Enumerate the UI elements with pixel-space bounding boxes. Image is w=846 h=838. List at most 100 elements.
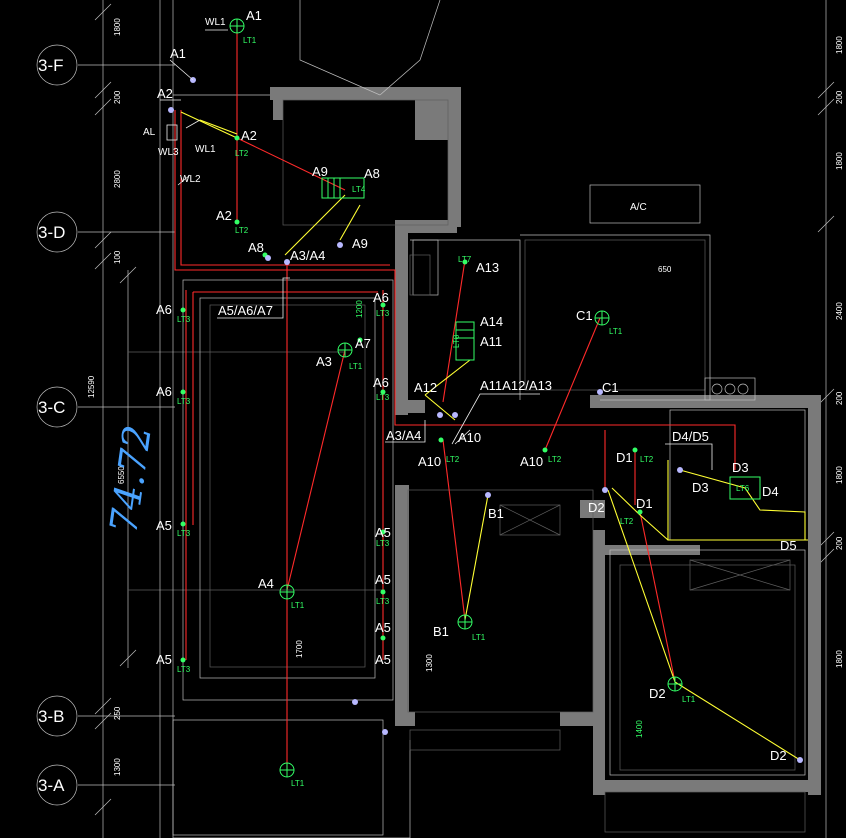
svg-text:LT4: LT4 <box>352 185 366 194</box>
svg-text:A12: A12 <box>414 380 437 395</box>
svg-text:A6: A6 <box>156 384 172 399</box>
svg-text:3-F: 3-F <box>38 56 64 75</box>
svg-text:A5: A5 <box>156 652 172 667</box>
circuit-label: WL2 <box>180 174 201 185</box>
svg-text:LT3: LT3 <box>376 597 390 606</box>
svg-text:LT3: LT3 <box>177 397 191 406</box>
svg-text:LT2: LT2 <box>620 517 634 526</box>
svg-text:1800: 1800 <box>113 18 122 36</box>
svg-text:200: 200 <box>113 90 122 104</box>
svg-text:LT1: LT1 <box>472 633 486 642</box>
group-label: A5/A6/A7 <box>218 303 273 318</box>
svg-text:A1: A1 <box>170 46 186 61</box>
svg-text:A13: A13 <box>476 260 499 275</box>
svg-text:LT1: LT1 <box>349 362 363 371</box>
svg-text:100: 100 <box>113 250 122 264</box>
svg-text:LT1: LT1 <box>682 695 696 704</box>
svg-text:D2: D2 <box>588 500 605 515</box>
svg-text:D2: D2 <box>649 686 666 701</box>
svg-text:A5: A5 <box>156 518 172 533</box>
svg-text:LT3: LT3 <box>177 315 191 324</box>
svg-text:A9: A9 <box>312 164 328 179</box>
svg-text:LT1: LT1 <box>243 36 257 45</box>
handwritten-area-note: 74.72 <box>101 422 160 536</box>
svg-text:A7: A7 <box>355 336 371 351</box>
svg-text:LT3: LT3 <box>376 393 390 402</box>
svg-text:3-A: 3-A <box>38 776 65 795</box>
ac-unit-label: A/C <box>630 202 647 213</box>
svg-text:A10: A10 <box>418 454 441 469</box>
svg-text:D2: D2 <box>770 748 787 763</box>
svg-text:1700: 1700 <box>295 640 304 658</box>
svg-text:LT3: LT3 <box>376 539 390 548</box>
svg-text:2800: 2800 <box>113 170 122 188</box>
svg-text:650: 650 <box>658 265 672 274</box>
svg-text:LT2: LT2 <box>640 455 654 464</box>
walls <box>270 87 821 795</box>
svg-text:1400: 1400 <box>635 720 644 738</box>
ceiling-light-b1 <box>457 614 473 630</box>
svg-text:B1: B1 <box>433 624 449 639</box>
svg-text:1800: 1800 <box>835 152 844 170</box>
svg-text:A10: A10 <box>520 454 543 469</box>
svg-text:LT1: LT1 <box>609 327 623 336</box>
svg-text:A6: A6 <box>373 290 389 305</box>
svg-text:LT2: LT2 <box>446 455 460 464</box>
svg-text:1200: 1200 <box>355 300 364 318</box>
svg-text:D1: D1 <box>636 496 653 511</box>
svg-text:LT7: LT7 <box>458 255 472 264</box>
svg-text:A5: A5 <box>375 620 391 635</box>
svg-text:A5: A5 <box>375 572 391 587</box>
svg-text:A6: A6 <box>156 302 172 317</box>
svg-text:A2: A2 <box>157 86 173 101</box>
svg-text:A5: A5 <box>375 652 391 667</box>
svg-text:200: 200 <box>835 391 844 405</box>
group-label: A3/A4 <box>386 428 421 443</box>
svg-text:3-C: 3-C <box>38 398 65 417</box>
circuit-label: WL1 <box>195 144 216 155</box>
svg-text:LT6: LT6 <box>736 484 750 493</box>
svg-text:A5: A5 <box>375 525 391 540</box>
svg-text:LT2: LT2 <box>548 455 562 464</box>
svg-text:LT3: LT3 <box>177 529 191 538</box>
svg-text:LT1: LT1 <box>291 779 305 788</box>
svg-text:D3: D3 <box>692 480 709 495</box>
circuit-label: WL1 <box>205 17 226 28</box>
svg-text:A10: A10 <box>458 430 481 445</box>
svg-text:250: 250 <box>113 706 122 720</box>
axis-3a-bubble: 3-A <box>36 764 78 806</box>
svg-text:1800: 1800 <box>835 36 844 54</box>
fixture-labels: A1 A1 A2 A2 A2 A3 A4 A5 A5 A5 A5 A5 A5 A… <box>156 8 797 763</box>
svg-text:12590: 12590 <box>87 375 96 398</box>
svg-text:1300: 1300 <box>113 758 122 776</box>
svg-text:1300: 1300 <box>425 654 434 672</box>
red-circuits <box>174 26 736 770</box>
svg-text:B1: B1 <box>488 506 504 521</box>
svg-text:D4: D4 <box>762 484 779 499</box>
dimension-texts: 1800 200 2800 100 12590 6550 250 1300 18… <box>87 18 844 776</box>
axis-3b-bubble: 3-B <box>36 695 78 737</box>
svg-text:LT3: LT3 <box>376 309 390 318</box>
svg-text:6550: 6550 <box>117 466 126 484</box>
circuit-label: WL3 <box>158 147 179 158</box>
axis-3d-bubble: 3-D <box>36 211 78 253</box>
svg-text:D5: D5 <box>780 538 797 553</box>
panel-label: AL <box>143 127 156 138</box>
axis-3c-bubble: 3-C <box>36 386 78 428</box>
svg-text:1800: 1800 <box>835 466 844 484</box>
group-label: D4/D5 <box>672 429 709 444</box>
svg-text:A9: A9 <box>352 236 368 251</box>
yellow-circuits <box>180 111 808 761</box>
svg-text:A8: A8 <box>364 166 380 181</box>
grid-axes: 3-F 3-D 3-C 3-B 3-A <box>36 44 78 806</box>
svg-text:A14: A14 <box>480 314 503 329</box>
annotation-leaders <box>160 29 713 470</box>
svg-text:D1: D1 <box>616 450 633 465</box>
group-label: A11A12/A13 <box>480 378 552 393</box>
svg-text:A11: A11 <box>480 334 502 349</box>
svg-text:LT3: LT3 <box>177 665 191 674</box>
svg-text:A1: A1 <box>246 8 262 23</box>
svg-text:A2: A2 <box>241 128 257 143</box>
svg-text:A6: A6 <box>373 375 389 390</box>
